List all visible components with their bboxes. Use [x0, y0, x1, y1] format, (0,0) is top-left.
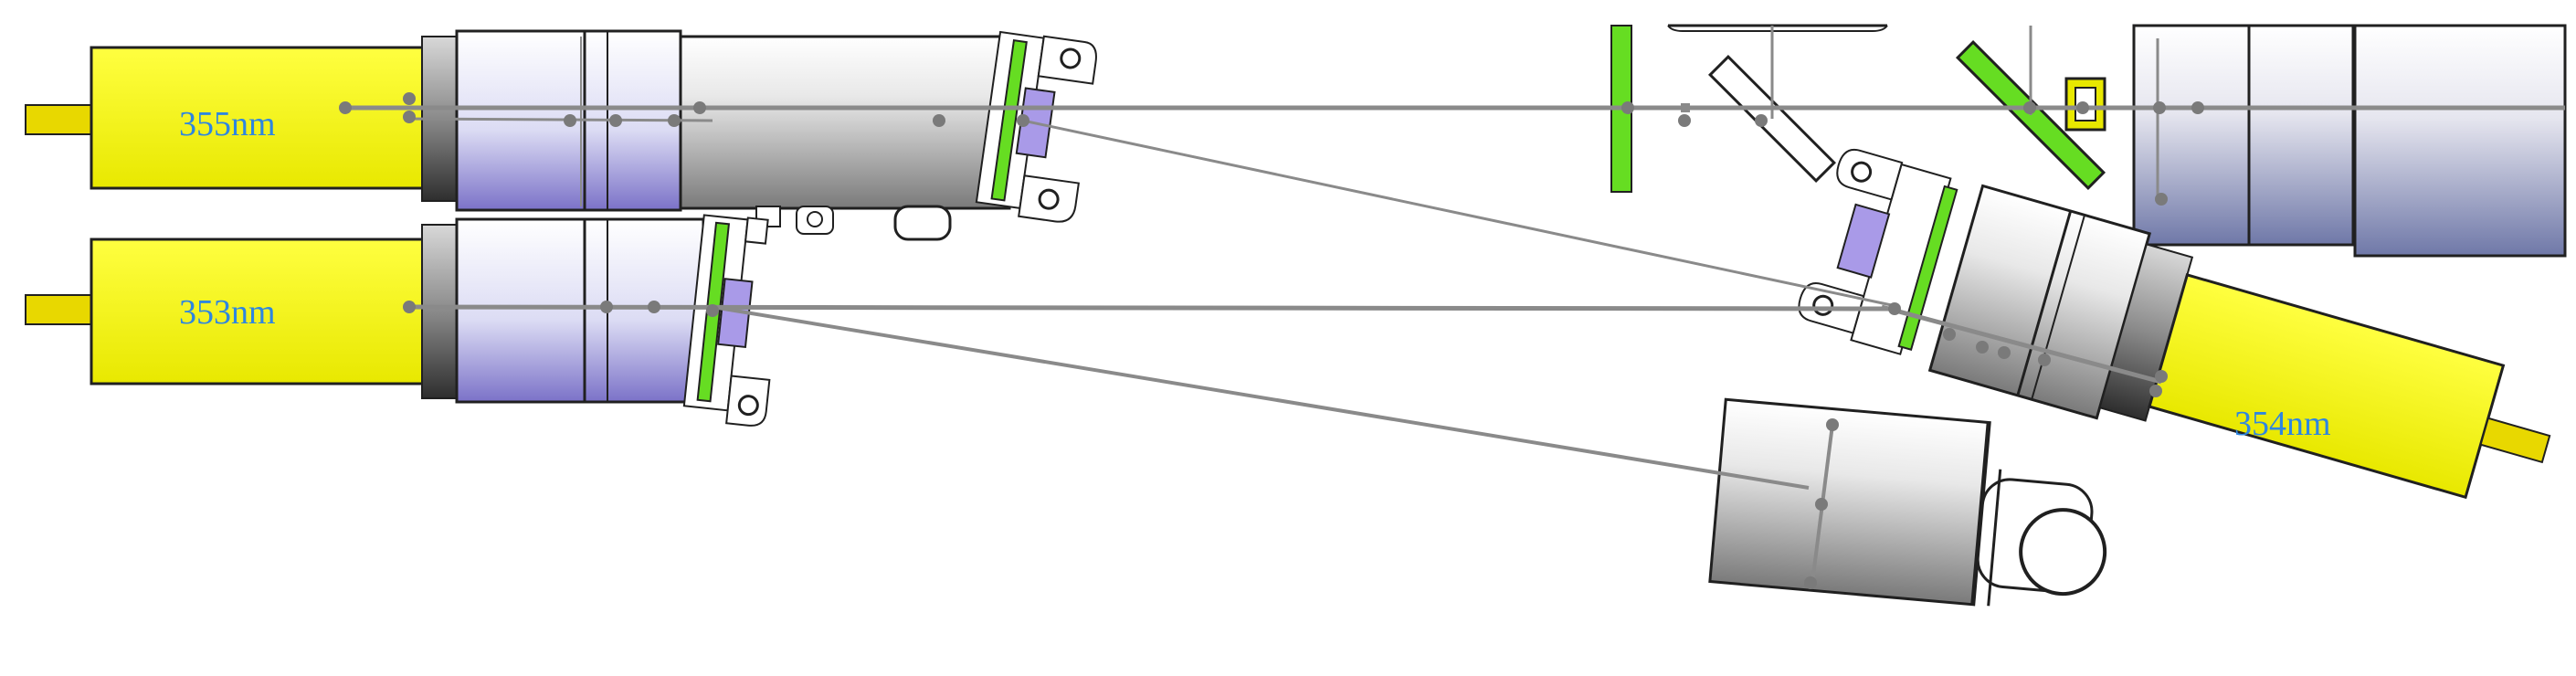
wavelength-label-353nm: 353nm — [179, 293, 276, 332]
lens-tube — [455, 217, 705, 404]
beam-353nm-reflected — [712, 305, 1810, 490]
beam-354nm — [1881, 304, 2162, 385]
beam-nodes — [339, 92, 2204, 589]
beam-353nm — [405, 304, 1895, 312]
tilted-mirror-mount — [975, 30, 1097, 223]
extension-tube — [679, 35, 1011, 210]
detector-tube — [1708, 397, 1991, 607]
detector-tube — [2132, 24, 2355, 247]
laser-353nm-assembly: 353nm — [25, 214, 771, 427]
laser-shaft — [2479, 417, 2551, 464]
top-right-optics — [1610, 24, 2567, 258]
mount-ring-hole — [2019, 508, 2107, 597]
detector-housing — [2353, 24, 2567, 258]
laser-shaft — [25, 294, 92, 325]
wavelength-label-355nm: 355nm — [179, 105, 276, 143]
lower-detector-assembly — [1708, 397, 2107, 607]
laser-355nm-assembly: 355nm — [25, 29, 1097, 241]
laser-body-354nm — [2148, 273, 2506, 500]
wavelength-label-354nm: 354nm — [2234, 405, 2331, 443]
laser-354nm-assembly: 354nm — [1798, 148, 2551, 500]
laser-shaft — [25, 104, 92, 135]
laser-body-355nm — [90, 46, 427, 190]
mount-ring — [421, 224, 459, 399]
beam-355nm-reflected — [1022, 119, 1901, 309]
laser-body-353nm — [90, 238, 427, 386]
